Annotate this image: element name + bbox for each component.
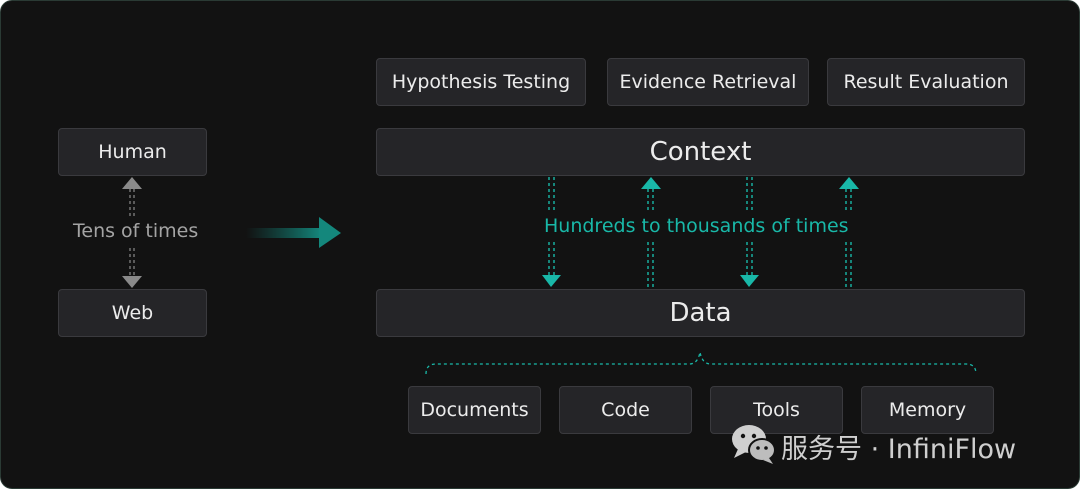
up-arrow-head-1 [641,177,661,189]
down-arrow-head-1 [542,275,561,287]
sources-brace [425,351,977,375]
left-arrow-up-head [122,177,142,189]
web-node-label: Web [111,302,154,324]
source-label: Tools [753,399,800,421]
task-label: Result Evaluation [843,71,1009,93]
right-loop-label: Hundreds to thousands of times [544,215,849,237]
transition-arrow [246,217,341,248]
source-label: Memory [888,399,967,421]
human-node-label: Human [98,141,167,163]
source-memory: Memory [861,386,994,434]
left-loop-label: Tens of times [73,220,199,242]
context-data-arrowheads [542,177,859,287]
left-arrow-down-head [122,276,142,288]
context-node-label: Context [649,137,752,167]
context-data-connectors [548,177,852,288]
left-loop-arrow [122,177,142,288]
source-documents: Documents [408,386,541,434]
transition-arrow-shaft [246,228,321,238]
up-arrow-head-2 [839,177,859,189]
context-node: Context [376,128,1025,176]
source-code: Code [559,386,692,434]
task-evidence-retrieval: Evidence Retrieval [607,58,809,106]
watermark-text: 服务号 · InfiniFlow [781,434,1017,465]
data-node: Data [376,289,1025,337]
task-label: Evidence Retrieval [619,71,797,93]
down-arrow-head-2 [740,275,759,287]
source-tools: Tools [710,386,843,434]
data-node-label: Data [669,298,732,328]
task-hypothesis-testing: Hypothesis Testing [376,58,586,106]
transition-arrow-head [319,217,341,248]
source-label: Documents [420,399,529,421]
human-node: Human [58,128,207,176]
task-result-evaluation: Result Evaluation [827,58,1025,106]
source-label: Code [601,399,650,421]
task-label: Hypothesis Testing [391,71,571,93]
web-node: Web [58,289,207,337]
